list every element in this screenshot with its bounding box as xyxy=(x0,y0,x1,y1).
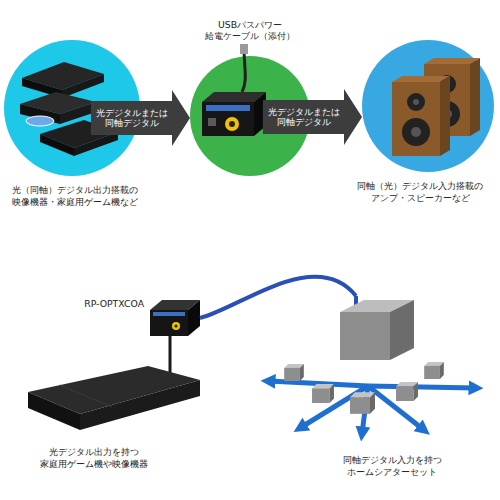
circle-shape xyxy=(362,40,494,172)
home-theater-node: 同軸デジタル入力を持つ ホームシアターセット xyxy=(256,296,488,446)
caption-text: 光（同軸）デジタル出力搭載の 映像機器・家庭用ゲーム機など xyxy=(5,184,145,207)
caption-text: USBバスパワー 給電ケーブル（添付） xyxy=(199,19,301,42)
cable xyxy=(170,336,171,366)
arrow-shape xyxy=(263,89,362,145)
label-holder: 光デジタルまたは 同軸デジタル xyxy=(268,107,341,127)
caption-text: 同軸（光）デジタル入力搭載の アンプ・スピーカーなど xyxy=(350,180,490,203)
circle-outline xyxy=(362,40,494,172)
caption-text: RP-OPTXCOA xyxy=(84,298,144,310)
edge-label: 光デジタルまたは 同軸デジタル xyxy=(268,107,341,127)
output-circle: 同軸（光）デジタル入力搭載の アンプ・スピーカーなど xyxy=(362,40,494,172)
caption-text: 光デジタル出力を持つ 家庭用ゲーム機や映像機器 xyxy=(40,446,148,469)
converter-small xyxy=(150,300,200,336)
cable-line xyxy=(169,336,172,366)
cable xyxy=(200,277,356,318)
caption-text: 同軸デジタル入力を持つ ホームシアターセット xyxy=(338,454,446,477)
cable-line xyxy=(200,277,356,318)
block-arrow xyxy=(263,89,362,145)
game-console-node: 光デジタル出力を持つ 家庭用ゲーム機や映像機器 xyxy=(28,366,200,438)
arrow-shape xyxy=(91,90,190,146)
label-holder: 光デジタルまたは 同軸デジタル xyxy=(96,108,169,128)
converter-node: RP-OPTXCOA xyxy=(150,300,200,336)
home-theater xyxy=(268,296,476,434)
game-console xyxy=(28,366,200,430)
edge-label: 光デジタルまたは 同軸デジタル xyxy=(96,108,169,128)
block-arrow xyxy=(91,90,190,146)
